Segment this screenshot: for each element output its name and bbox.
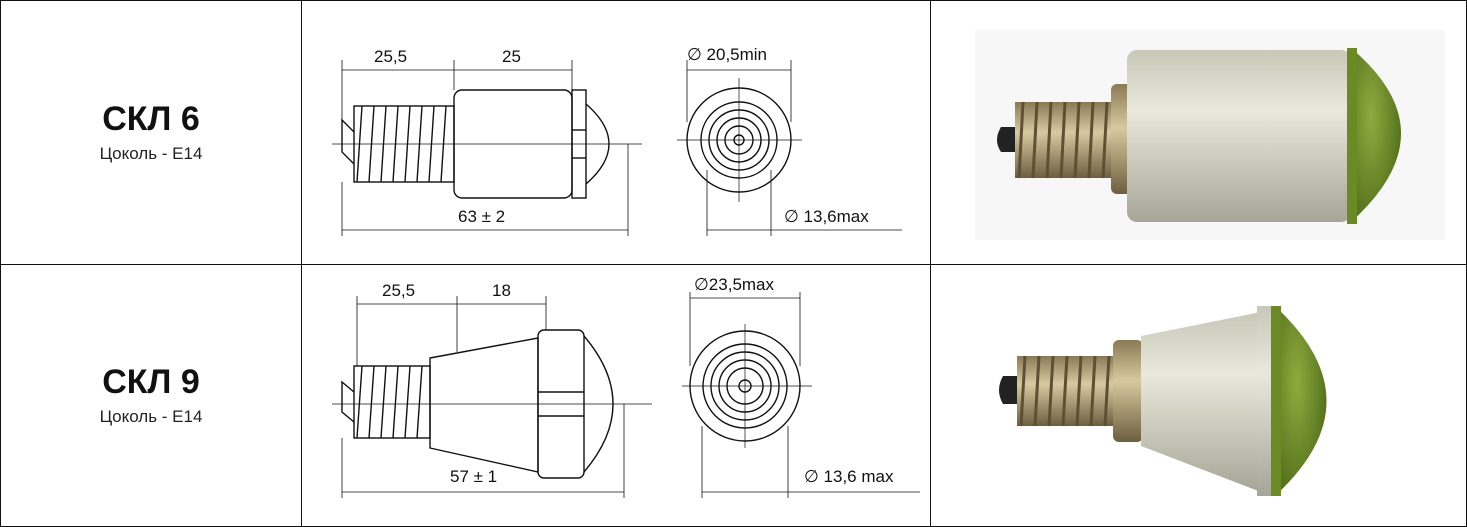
table-row: СКЛ 6 Цоколь - Е14 xyxy=(0,0,1467,265)
technical-drawing: 25,5 25 63 ± 2 ∅ 20,5min ∅ 13,6max xyxy=(332,45,902,236)
green-indicator-lamp-photo-icon xyxy=(999,305,1327,496)
model-name: СКЛ 6 xyxy=(102,99,200,138)
model-cell: СКЛ 9 Цоколь - Е14 xyxy=(0,264,302,527)
dim-body-length: 25 xyxy=(502,47,521,66)
model-name: СКЛ 9 xyxy=(102,362,200,401)
photo-cell xyxy=(930,0,1467,265)
base-type: Цоколь - Е14 xyxy=(99,144,203,164)
front-view-drawing xyxy=(682,323,812,448)
base-type: Цоколь - Е14 xyxy=(99,407,203,427)
drawing-cell: 25,5 18 57 ± 1 ∅23,5max ∅ 13,6 max xyxy=(301,264,931,527)
drawing-cell: 25,5 25 63 ± 2 ∅ 20,5min ∅ 13,6max xyxy=(301,0,931,265)
model-cell: СКЛ 6 Цоколь - Е14 xyxy=(0,0,302,265)
dim-inner-diameter: ∅ 13,6max xyxy=(784,207,869,226)
dim-inner-diameter: ∅ 13,6 max xyxy=(804,467,894,486)
dim-base-length: 25,5 xyxy=(374,47,407,66)
green-indicator-lamp-photo-icon xyxy=(975,29,1445,240)
dim-base-length: 25,5 xyxy=(382,281,415,300)
dim-outer-diameter: ∅ 20,5min xyxy=(687,45,767,64)
front-view-drawing xyxy=(677,77,802,202)
table-row: СКЛ 9 Цоколь - Е14 xyxy=(0,264,1467,527)
dim-outer-diameter: ∅23,5max xyxy=(694,275,775,294)
dim-total-length: 57 ± 1 xyxy=(450,467,497,486)
dim-total-length: 63 ± 2 xyxy=(458,207,505,226)
photo-cell xyxy=(930,264,1467,527)
dim-body-length: 18 xyxy=(492,281,511,300)
technical-drawing: 25,5 18 57 ± 1 ∅23,5max ∅ 13,6 max xyxy=(332,275,920,498)
thread-drawing xyxy=(341,364,431,439)
